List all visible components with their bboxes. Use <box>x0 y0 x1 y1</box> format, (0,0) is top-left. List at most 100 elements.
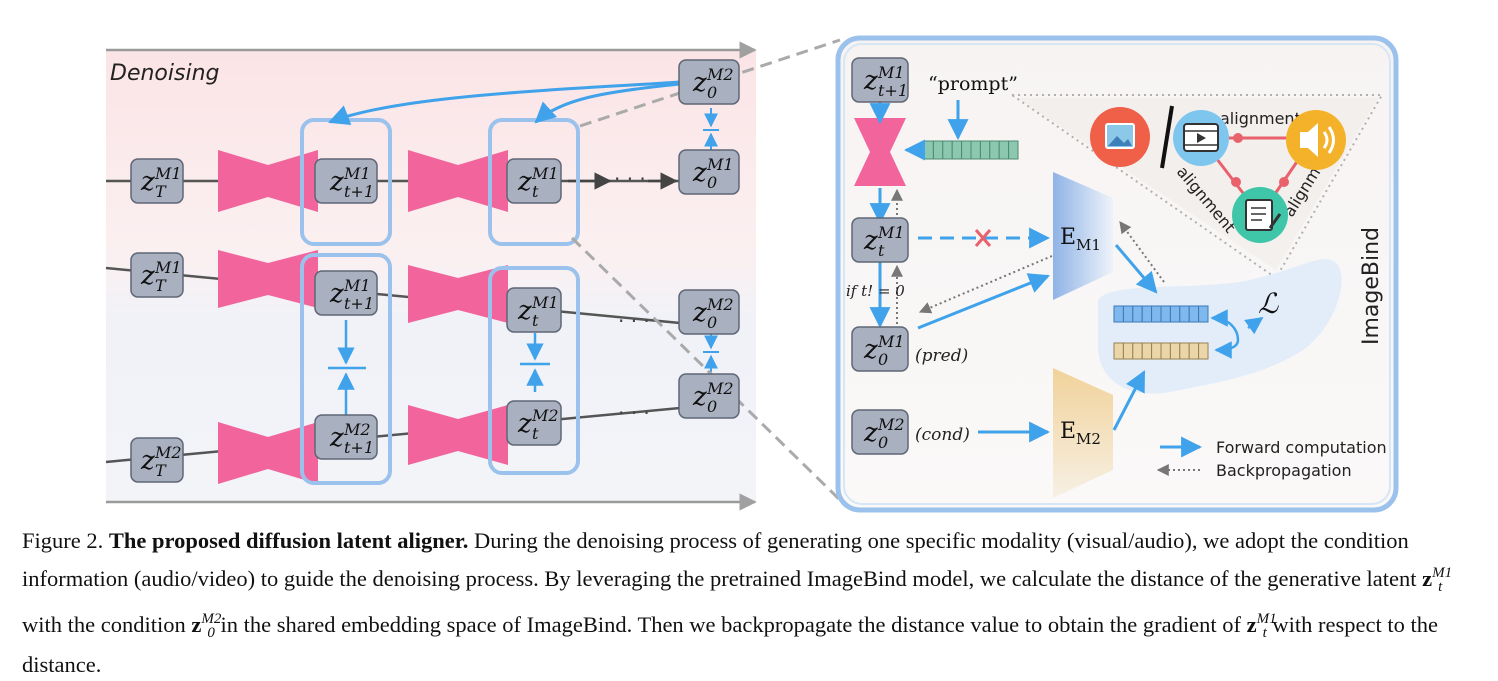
svg-text:M1: M1 <box>877 63 905 82</box>
svg-text:0: 0 <box>707 83 717 102</box>
bar-top-cell <box>1122 305 1134 323</box>
cond-label: (cond) <box>915 425 970 445</box>
pred-label: (pred) <box>915 346 968 366</box>
svg-text:t: t <box>532 182 539 201</box>
separator-slash <box>1160 105 1174 169</box>
svg-text:z: z <box>517 409 532 439</box>
svg-text:M1: M1 <box>154 164 182 183</box>
svg-text:z: z <box>140 446 155 476</box>
imagebind-triangle <box>1008 94 1384 280</box>
row1-ellipsis: · · · <box>614 167 646 191</box>
unet-shape-row3-b <box>408 405 508 465</box>
svg-text:M1: M1 <box>343 164 371 183</box>
svg-text:0: 0 <box>707 397 717 416</box>
encoder-m2 <box>1053 368 1113 498</box>
svg-text:z: z <box>863 66 878 96</box>
video-icon <box>1173 110 1229 166</box>
loss-symbol: ℒ <box>1258 287 1279 320</box>
bar-top-cell <box>1169 305 1181 323</box>
bar-bot-cell <box>1141 342 1153 360</box>
svg-text:t: t <box>532 311 539 330</box>
svg-text:t: t <box>878 241 885 260</box>
svg-text:M2: M2 <box>706 65 734 84</box>
svg-text:t: t <box>532 424 539 443</box>
alignment-label-top: alignment <box>1220 109 1301 128</box>
svg-text:M2: M2 <box>706 295 734 314</box>
bar-top-cell <box>1151 305 1162 323</box>
imagebind-label: ImageBind <box>1359 227 1384 345</box>
image-icon <box>1090 107 1150 167</box>
row2-ellipsis: · · · <box>618 309 650 333</box>
svg-text:M2: M2 <box>877 415 905 434</box>
bar-bot-cell <box>1179 342 1190 360</box>
svg-text:z: z <box>517 296 532 326</box>
svg-text:M2: M2 <box>154 443 182 462</box>
prompt-label: “prompt” <box>928 73 1018 95</box>
caption-bold-title: The proposed diffusion latent aligner. <box>108 528 469 553</box>
row2-line <box>105 266 681 325</box>
if-condition-label: if t! = 0 <box>846 282 905 300</box>
unet-shape-row1-a <box>218 150 318 212</box>
blocked-cross-icon <box>974 229 992 247</box>
row3-ellipsis: · · · <box>618 401 650 425</box>
left-panel: Denoising · · · <box>105 38 842 511</box>
svg-text:M2: M2 <box>531 406 559 425</box>
caption-part2: with the condition <box>22 612 192 637</box>
svg-text:M1: M1 <box>877 332 905 351</box>
svg-text:M2: M2 <box>1076 430 1101 448</box>
svg-text:0: 0 <box>878 433 888 452</box>
svg-text:z: z <box>692 158 707 188</box>
svg-text:0: 0 <box>707 313 717 332</box>
svg-text:M1: M1 <box>154 258 182 277</box>
bar-top-cell <box>1132 305 1143 323</box>
prompt-bar-cell <box>989 140 1000 160</box>
unet-shape-row1-b <box>408 150 458 212</box>
bar-bot-cell <box>1151 342 1162 360</box>
legend-backward-label: Backpropagation <box>1216 461 1352 480</box>
guide-arrow-to-zt <box>534 82 681 124</box>
encoder-m1 <box>1053 172 1113 300</box>
svg-text:t+1: t+1 <box>344 182 374 201</box>
caption-latent-z0: zM20 <box>191 611 222 641</box>
svg-text:0: 0 <box>707 173 717 192</box>
svg-text:t+1: t+1 <box>344 438 374 457</box>
right-panel: ImageBind alignment alignment alignment <box>835 35 1399 513</box>
alignment-dot-right <box>1279 177 1289 187</box>
unet-shape-row3-a <box>218 422 318 484</box>
frame-zt-bottom <box>488 266 580 475</box>
svg-text:M1: M1 <box>1076 236 1101 254</box>
svg-text:M2: M2 <box>706 379 734 398</box>
unet-shape-row2-a <box>218 250 318 308</box>
svg-text:z: z <box>863 418 878 448</box>
bar-top-cell <box>1160 305 1171 323</box>
unet-shape-row1-b2 <box>458 150 508 212</box>
bar-top-cell <box>1141 305 1153 323</box>
embedding-bar-m1 <box>1113 305 1209 323</box>
embedding-bar-m2 <box>1113 342 1209 360</box>
svg-text:z: z <box>329 167 344 197</box>
caption-part1: During the denoising process of generati… <box>22 528 1423 591</box>
prompt-bar-cell <box>998 140 1010 160</box>
bar-bot-cell <box>1122 342 1134 360</box>
bar-top-cell <box>1198 305 1209 323</box>
bar-bot-cell <box>1132 342 1143 360</box>
svg-text:z: z <box>692 68 707 98</box>
svg-text:0: 0 <box>878 350 888 369</box>
caption-part3: in the shared embedding space of ImageBi… <box>214 612 1247 637</box>
